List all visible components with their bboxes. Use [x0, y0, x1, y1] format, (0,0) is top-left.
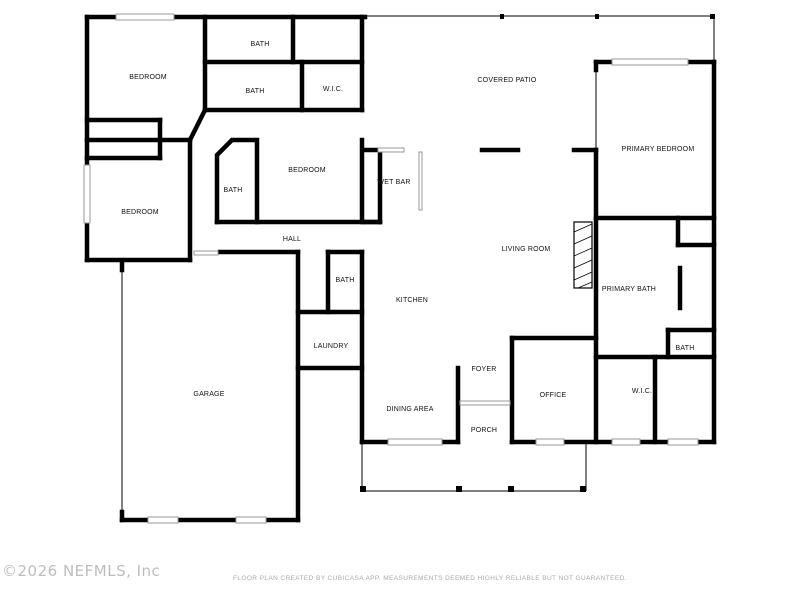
room-label-wet-bar: WET BAR [377, 179, 410, 186]
room-labels: BEDROOM BATH BATH W.I.C. COVERED PATIO P… [121, 41, 694, 434]
room-label-bath-bedroom: BATH [224, 187, 243, 194]
room-label-bedroom-northwest: BEDROOM [129, 74, 167, 81]
room-label-bedroom-west: BEDROOM [121, 209, 159, 216]
room-label-kitchen: KITCHEN [396, 297, 428, 304]
room-label-porch: PORCH [471, 427, 497, 434]
room-label-bath-laundry: BATH [336, 277, 355, 284]
posts [360, 14, 715, 492]
room-label-hall: HALL [283, 236, 301, 243]
room-label-bath-hall: BATH [246, 88, 265, 95]
room-label-dining-area: DINING AREA [386, 406, 433, 413]
mls-watermark: ©2026 NEFMLS, Inc [2, 562, 161, 580]
room-label-bedroom-middle: BEDROOM [288, 167, 326, 174]
room-label-garage: GARAGE [193, 391, 224, 398]
room-label-primary-bedroom: PRIMARY BEDROOM [622, 146, 695, 153]
room-label-bath-primary: BATH [676, 345, 695, 352]
fireplace-hatch [573, 223, 593, 289]
windows [83, 13, 699, 524]
room-label-office: OFFICE [540, 392, 567, 399]
room-label-foyer: FOYER [471, 366, 496, 373]
room-label-living-room: LIVING ROOM [502, 246, 551, 253]
floor-plan-credit: FLOOR PLAN CREATED BY CUBICASA APP. MEAS… [233, 575, 627, 582]
room-label-covered-patio: COVERED PATIO [477, 77, 536, 84]
room-label-primary-bath: PRIMARY BATH [602, 286, 656, 293]
room-label-laundry: LAUNDRY [314, 343, 349, 350]
room-label-wic-hall: W.I.C. [323, 86, 343, 93]
room-label-bath-north: BATH [251, 41, 270, 48]
room-label-wic-primary: W.I.C. [632, 388, 652, 395]
